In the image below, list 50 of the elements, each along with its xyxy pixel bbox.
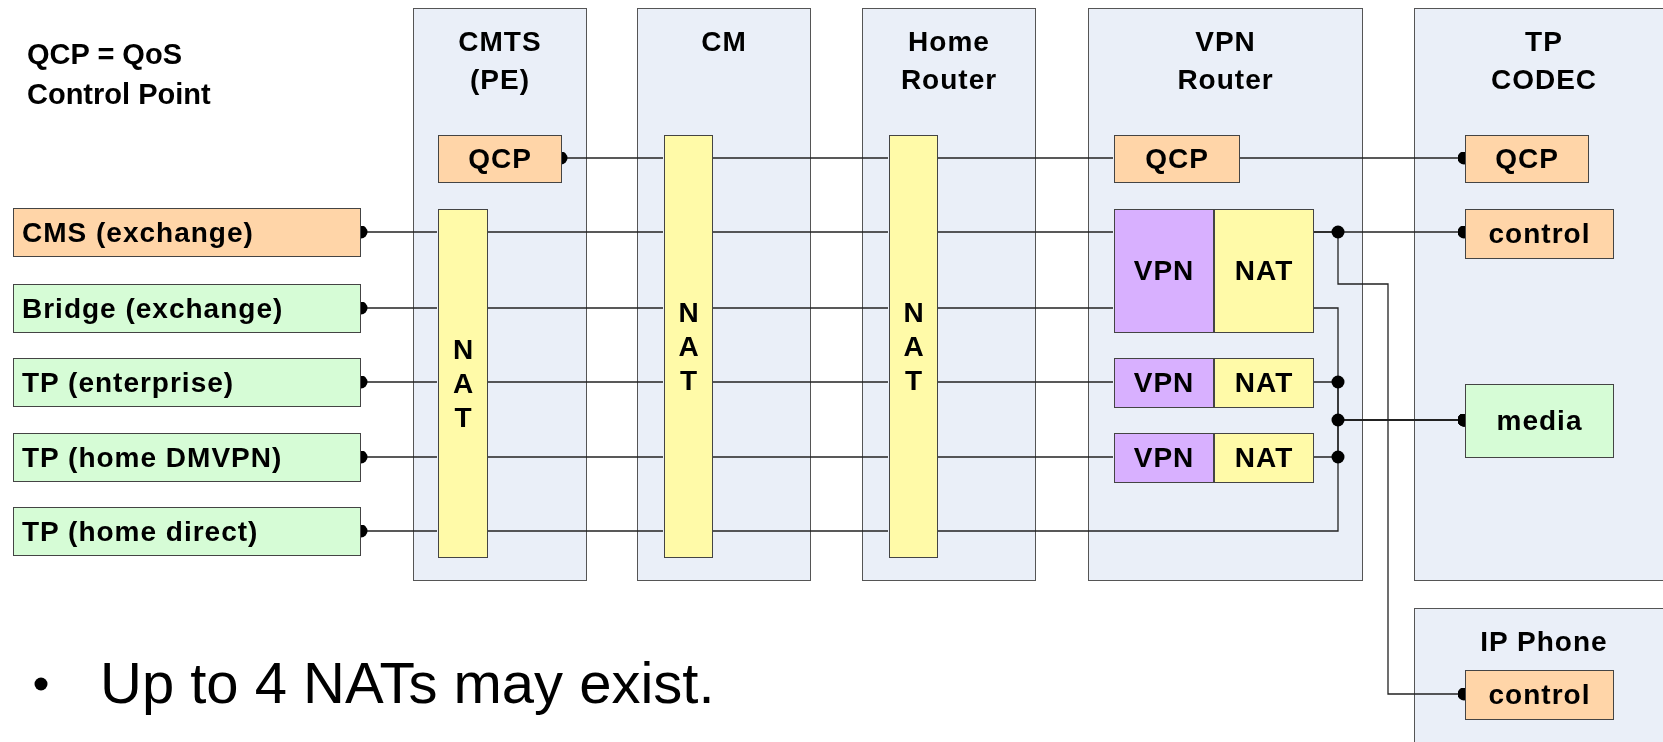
nat-box: NAT <box>1214 433 1314 483</box>
nat-bar: NAT <box>438 209 488 558</box>
connector-line <box>711 456 889 458</box>
connector-line <box>486 307 664 309</box>
nat-bar: NAT <box>664 135 713 558</box>
panel-title: TP CODEC <box>1489 25 1599 97</box>
panel-title: CMTS (PE) <box>457 25 543 97</box>
abbreviation-note: QCP = QoS Control Point <box>27 37 212 112</box>
connector-line <box>486 456 664 458</box>
device-panel <box>1414 8 1663 581</box>
connector-line <box>486 381 664 383</box>
connector-line <box>711 307 889 309</box>
endpoint-box: Bridge (exchange) <box>13 284 361 333</box>
nat-box: NAT <box>1214 209 1314 333</box>
connector-line <box>936 157 1114 159</box>
panel-title: Home Router <box>899 25 999 97</box>
device-panel <box>862 8 1036 581</box>
qcp-box: QCP <box>1114 135 1240 183</box>
connector-line <box>711 231 889 233</box>
connector-line <box>711 157 889 159</box>
device-panel <box>1088 8 1363 581</box>
vpn-box: VPN <box>1114 433 1214 483</box>
vpn-box: VPN <box>1114 209 1214 333</box>
panel-title: IP Phone <box>1479 625 1609 659</box>
bullet-text: Up to 4 NATs may exist. <box>100 649 716 717</box>
connector-line <box>711 381 889 383</box>
connector-line <box>936 381 1114 383</box>
endpoint-box: CMS (exchange) <box>13 208 361 257</box>
control-box: control <box>1465 670 1614 720</box>
device-panel <box>413 8 587 581</box>
connector-line <box>936 307 1114 309</box>
endpoint-box: TP (enterprise) <box>13 358 361 407</box>
qcp-box: QCP <box>1465 135 1589 183</box>
connector-line <box>936 231 1114 233</box>
device-panel <box>637 8 811 581</box>
endpoint-box: TP (home DMVPN) <box>13 433 361 482</box>
panel-title: CM <box>700 25 748 59</box>
connector-line <box>711 530 889 532</box>
qcp-box: QCP <box>438 135 562 183</box>
connector-line <box>486 231 664 233</box>
control-box: control <box>1465 209 1614 259</box>
endpoint-box: TP (home direct) <box>13 507 361 556</box>
nat-box: NAT <box>1214 358 1314 408</box>
connector-line <box>936 456 1114 458</box>
panel-title: VPN Router <box>1176 25 1275 97</box>
media-box: media <box>1465 384 1614 458</box>
nat-bar: NAT <box>889 135 938 558</box>
connector-line <box>486 530 664 532</box>
device-panel <box>1414 608 1663 742</box>
vpn-box: VPN <box>1114 358 1214 408</box>
